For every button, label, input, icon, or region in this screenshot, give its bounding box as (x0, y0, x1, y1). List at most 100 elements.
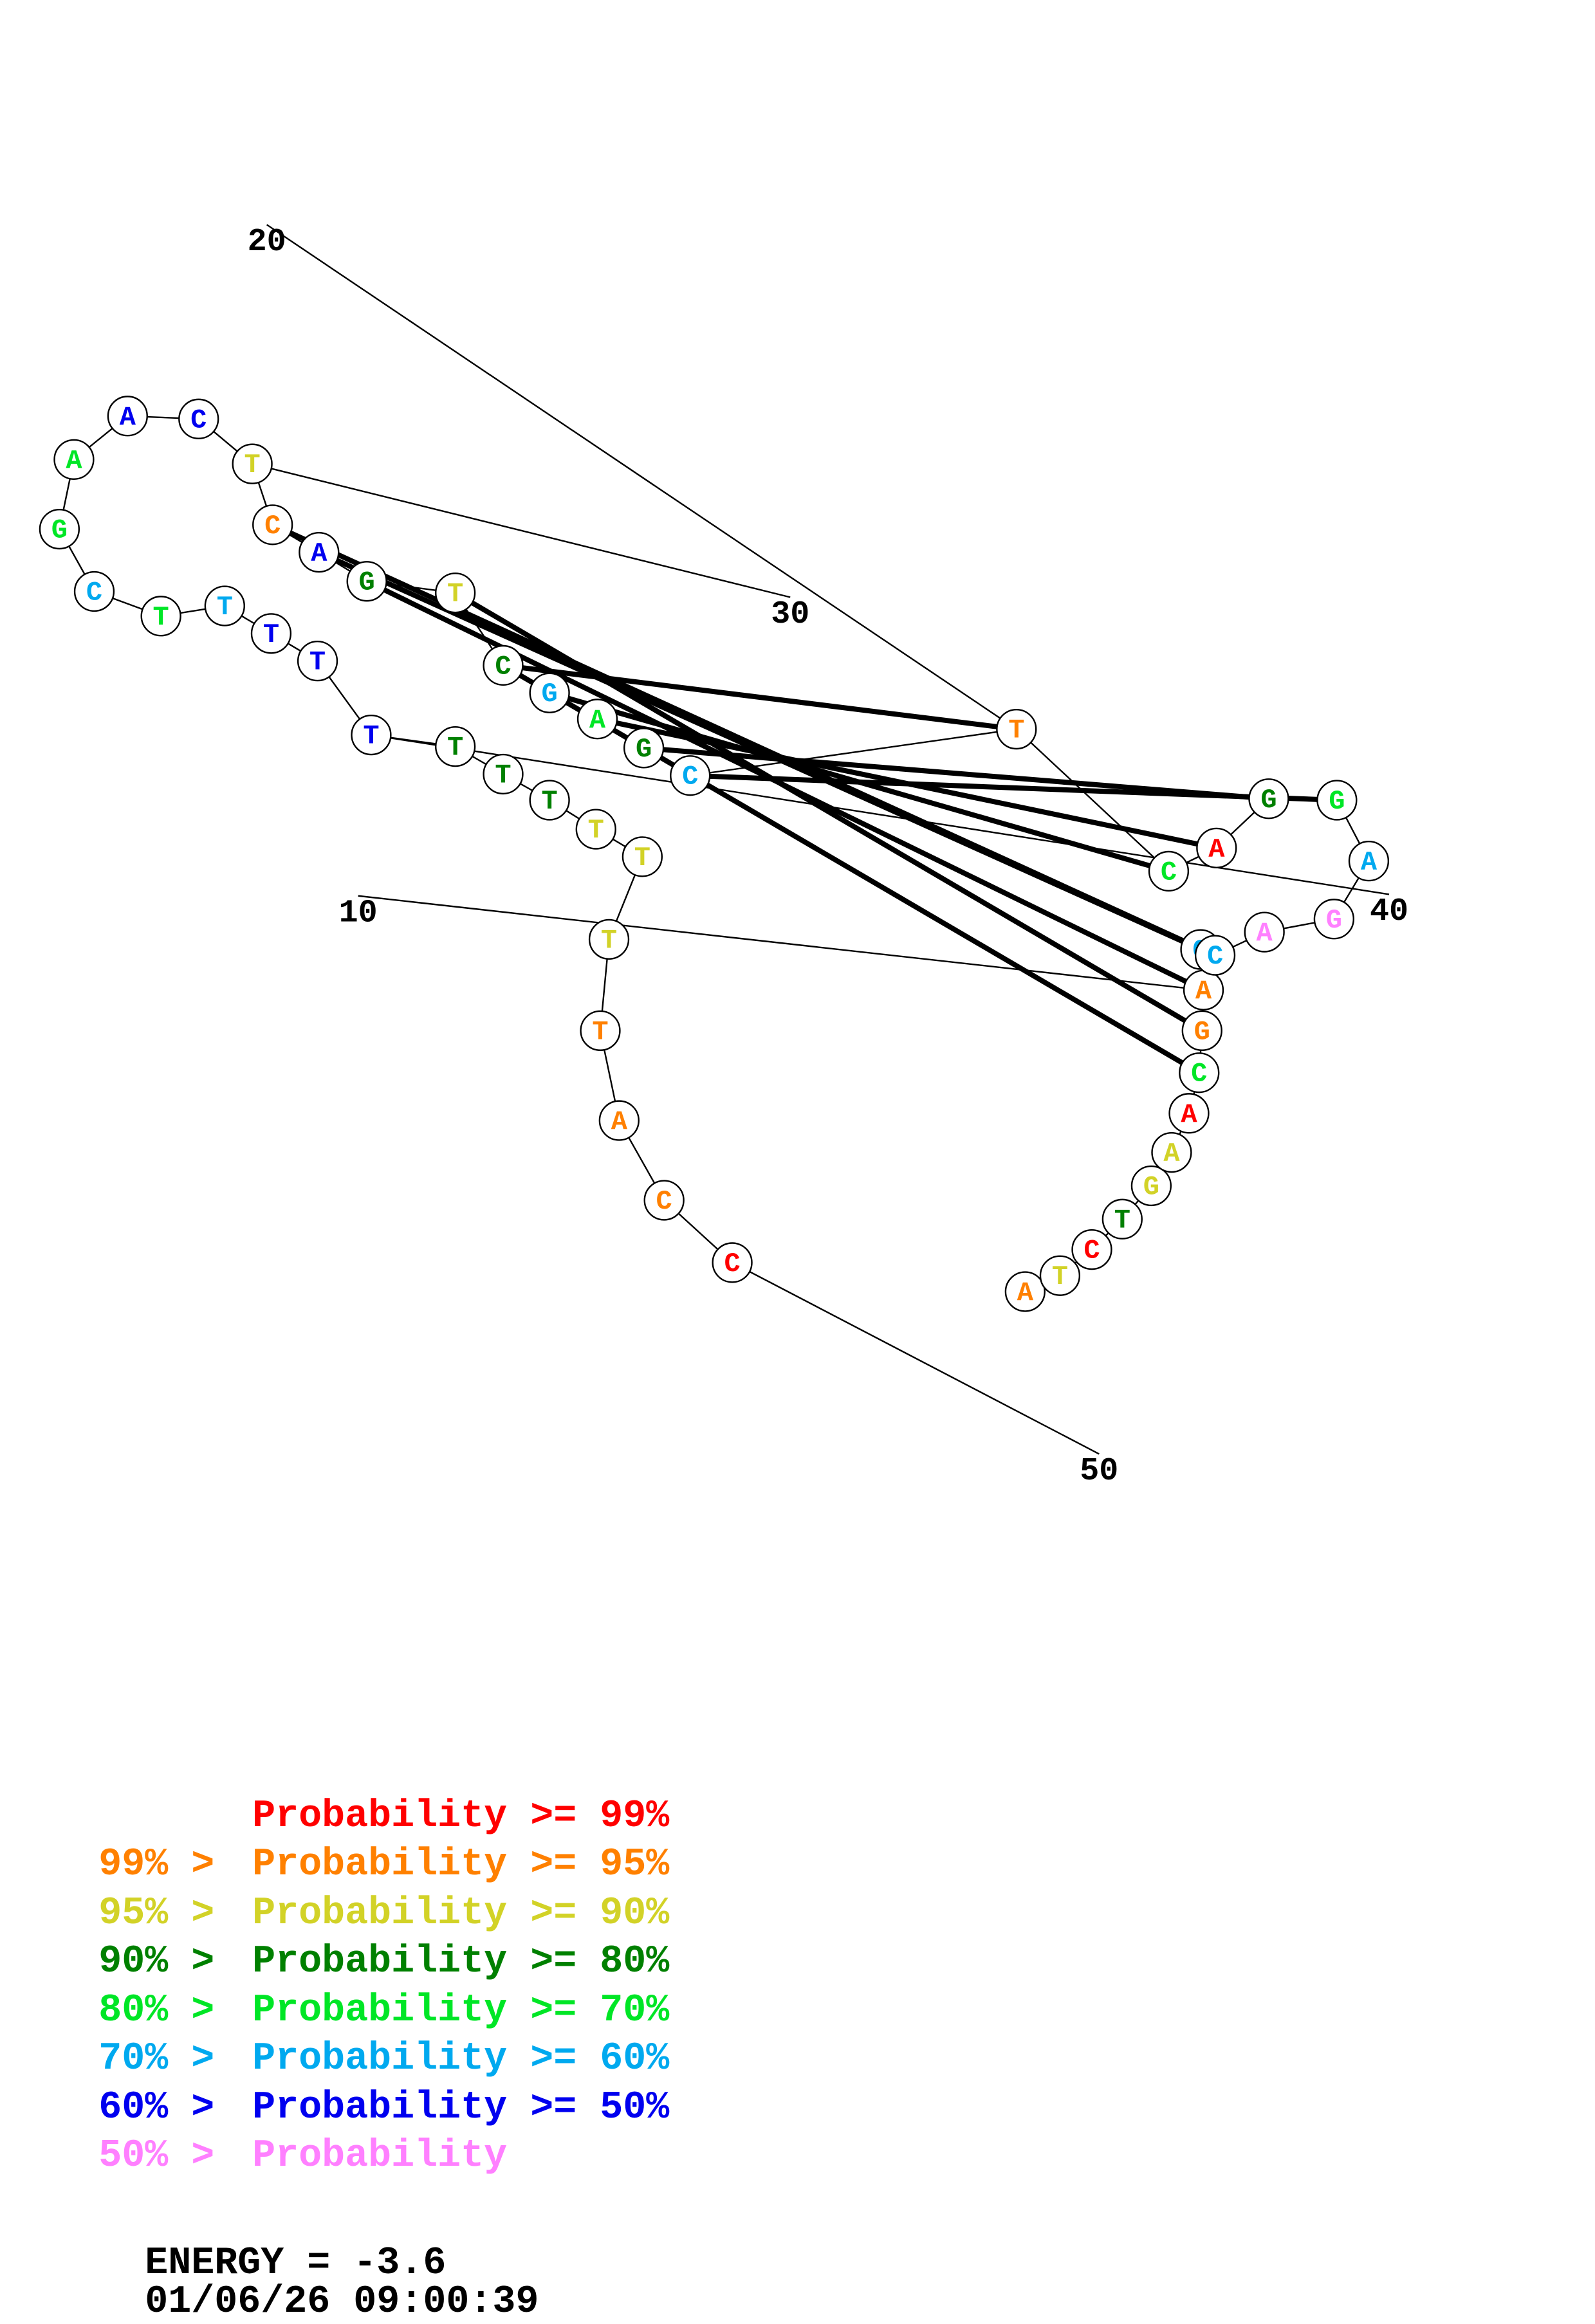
legend-prefix: 99% > (98, 1843, 238, 1887)
nucleotide-circle (297, 641, 338, 682)
nucleotide-16: G (1316, 780, 1358, 821)
nucleotide-44: T (575, 809, 616, 850)
nucleotide-36: T (140, 596, 181, 637)
nucleotide-letter: C (495, 651, 511, 682)
nucleotide-2: T (1039, 1255, 1081, 1296)
nucleotide-letter: A (1257, 918, 1273, 949)
nucleotide-25: C (483, 645, 524, 686)
nucleotide-letter: A (1361, 847, 1378, 878)
nucleotide-letter: C (724, 1249, 740, 1279)
nucleotide-letter: G (1260, 785, 1277, 816)
nucleotide-letter: C (1191, 1059, 1207, 1090)
nucleotide-circle (643, 1180, 685, 1221)
nucleotide-circle (1248, 778, 1289, 819)
position-label: 30 (771, 596, 809, 633)
nucleotide-7: A (1168, 1093, 1210, 1134)
nucleotide-circle (351, 714, 392, 756)
nucleotide-letter: T (217, 592, 233, 623)
nucleotide-39: T (297, 641, 338, 682)
nucleotide-circle (483, 753, 524, 795)
nucleotide-27: G (346, 561, 387, 602)
nucleotide-letter: C (682, 762, 698, 792)
nucleotide-circle (1313, 899, 1354, 940)
base-pair-line (501, 663, 1201, 1075)
base-pair-line (596, 716, 1217, 851)
nucleotide-letter: C (1207, 941, 1223, 972)
nucleotide-circle (575, 809, 616, 850)
nucleotide-letter: T (447, 579, 463, 610)
nucleotide-circle (996, 708, 1037, 750)
nucleotide-circle (107, 396, 148, 437)
nucleotide-45: T (622, 836, 663, 877)
nucleotide-47: T (580, 1010, 621, 1051)
nucleotide-5: G (1130, 1165, 1172, 1207)
nucleotide-41: T (435, 726, 476, 767)
nucleotide-circle (588, 919, 630, 960)
nucleotide-letter: A (1017, 1277, 1034, 1308)
nucleotide-circle (1151, 1132, 1192, 1173)
nucleotide-circle (1102, 1198, 1143, 1240)
nucleotide-letter: T (542, 786, 558, 817)
position-tick (732, 1261, 1100, 1455)
legend-prefix: 95% > (98, 1891, 238, 1935)
nucleotide-circle (1244, 911, 1285, 953)
nucleotide-circle (576, 699, 618, 740)
nucleotide-letter: T (363, 721, 379, 752)
position-tick (371, 734, 1390, 895)
nucleotide-letter: T (1008, 715, 1024, 746)
nucleotide-40: T (351, 714, 392, 756)
nucleotide-letter: T (309, 647, 326, 678)
nucleotide-circle (250, 613, 292, 654)
position-tick-lines (252, 224, 1390, 1455)
nucleotide-20: T (996, 708, 1037, 750)
nucleotide-9: G (1181, 1010, 1222, 1051)
nucleotide-3: C (1071, 1229, 1112, 1270)
nucleotide-17: G (1248, 778, 1289, 819)
nucleotide-letter: C (1161, 857, 1177, 888)
nucleotide-letter: A (120, 402, 136, 433)
nucleotide-22: G (623, 727, 665, 769)
nucleotide-letter: G (51, 515, 68, 546)
nucleotide-circle (483, 645, 524, 686)
nucleotide-letter: A (311, 538, 327, 569)
position-tick (252, 462, 791, 598)
legend-label: Probability >= 90% (252, 1891, 670, 1935)
nucleotide-50: C (712, 1242, 753, 1283)
nucleotide-letter: A (589, 705, 606, 736)
nucleotide-34: G (39, 508, 80, 550)
nucleotide-letter: C (264, 511, 281, 542)
legend-prefix: 80% > (98, 1988, 238, 2033)
nucleotide-circle (1194, 935, 1236, 976)
nucleotide-12: C (1194, 935, 1236, 976)
nucleotide-letter: T (263, 619, 279, 650)
nucleotide-circle (670, 755, 711, 796)
nucleotide-8: C (1179, 1052, 1220, 1093)
nucleotide-letter: A (1195, 976, 1212, 1007)
backbone-segment (1015, 728, 1170, 872)
legend-prefix: 50% > (98, 2134, 238, 2179)
legend-label: Probability >= 50% (252, 2085, 670, 2130)
nucleotide-nodes: ATCTGAACGACCAGAGGACTCGAGCTGACTCAAGCTTTTT… (39, 396, 1390, 1312)
nucleotide-circle (529, 672, 570, 713)
legend-label: Probability (252, 2134, 508, 2179)
nucleotide-circle (39, 508, 80, 550)
nucleotide-13: A (1244, 911, 1285, 953)
base-pair-lines (272, 522, 1338, 1075)
nucleotide-circle (346, 561, 387, 602)
nucleotide-letter: C (190, 405, 207, 435)
nucleotide-circle (1148, 850, 1190, 892)
nucleotide-letter: G (542, 679, 558, 709)
nucleotide-letter: A (1163, 1139, 1180, 1169)
nucleotide-circle (252, 504, 293, 545)
nucleotide-30: T (232, 443, 273, 484)
nucleotide-letter: C (86, 577, 102, 608)
nucleotide-circle (622, 836, 663, 877)
base-pair-line (502, 663, 1017, 732)
nucleotide-letter: T (1114, 1205, 1130, 1236)
nucleotide-letter: T (592, 1016, 608, 1047)
nucleotide-circle (1196, 827, 1237, 869)
nucleotide-letter: A (66, 445, 82, 476)
nucleotide-letter: C (656, 1186, 672, 1217)
nucleotide-letter: G (359, 567, 375, 598)
nucleotide-circle (712, 1242, 753, 1283)
